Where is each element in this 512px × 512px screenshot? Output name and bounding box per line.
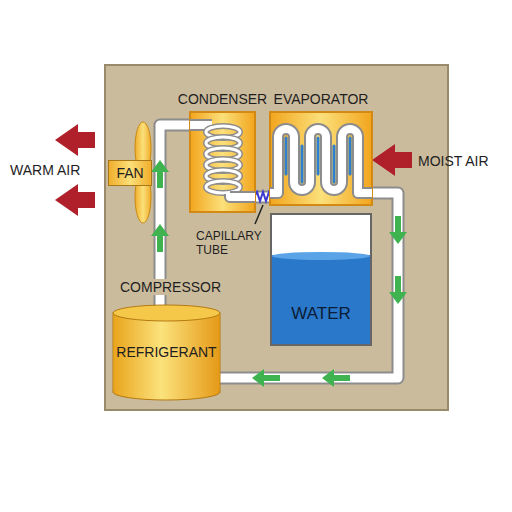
condenser-panel-outline: [190, 112, 255, 212]
air-label: WARM AIR: [10, 162, 80, 178]
pipe-outline: [219, 193, 398, 378]
capillary-leader: [255, 205, 263, 224]
air-label: MOIST AIR: [418, 153, 489, 169]
part-heading: COMPRESSOR: [118, 279, 223, 295]
part-label: REFRIGERANT: [116, 344, 216, 360]
tank-label: WATER: [291, 304, 351, 324]
evaporator-panel-outline: [270, 112, 372, 205]
pipe-body: [219, 193, 398, 378]
condenser-panel: CONDENSER: [190, 112, 255, 212]
water-tank-outline: [270, 213, 372, 346]
part-label: FAN: [116, 165, 143, 181]
water-tank: WATER: [270, 213, 372, 346]
housing: [105, 65, 448, 410]
fan-box: FAN: [108, 160, 152, 186]
part-label: CAPILLARY TUBE: [196, 230, 268, 258]
part-heading: CONDENSER: [178, 91, 267, 107]
moist-air-arrow: [372, 144, 412, 176]
part-heading: EVAPORATOR: [274, 91, 369, 107]
refrigerant-pipe: [219, 193, 398, 378]
evaporator-panel: EVAPORATOR: [270, 112, 372, 205]
refrigerant-cylinder: COMPRESSORREFRIGERANT: [112, 305, 221, 400]
